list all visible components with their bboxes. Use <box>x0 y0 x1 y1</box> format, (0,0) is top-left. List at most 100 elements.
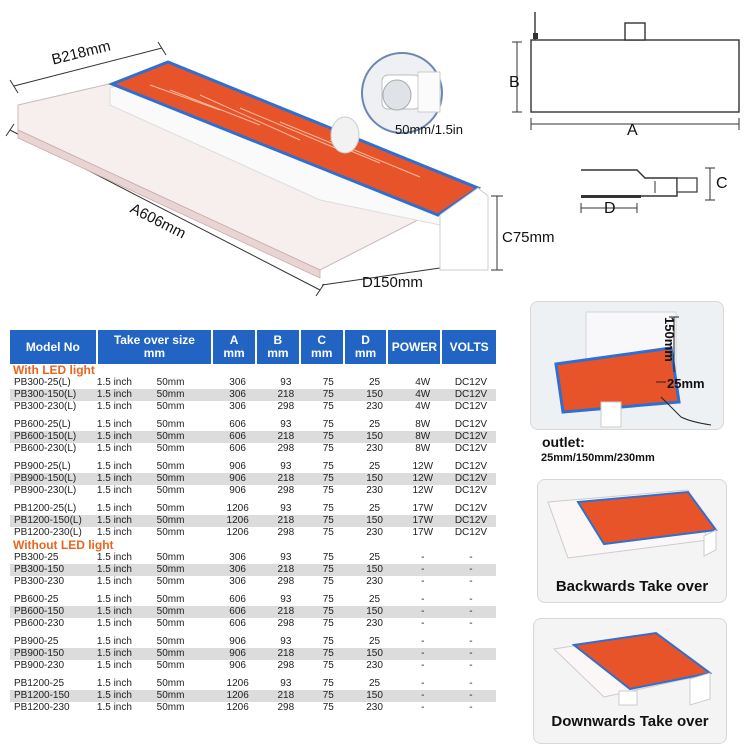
dim-pipe: 50mm/1.5in <box>395 122 463 137</box>
table-cell: PB600-25(L) <box>14 419 71 430</box>
table-cell: - <box>421 636 425 647</box>
table-cell: 50mm <box>156 552 185 563</box>
table-cell: PB300-25 <box>14 552 59 563</box>
table-cell: PB900-150(L) <box>14 473 77 484</box>
table-cell: 50mm <box>156 618 185 629</box>
table-cell: 50mm <box>156 461 185 472</box>
table-cell: 298 <box>277 618 295 629</box>
header-d: D mm <box>344 330 387 364</box>
table-cell: 606 <box>229 431 246 442</box>
table-cell: 1.5 inch <box>96 389 132 400</box>
table-cell: PB300-25(L) <box>14 377 71 388</box>
table-cell: 906 <box>229 648 246 659</box>
table-cell: 298 <box>277 401 295 412</box>
table-cell: 150 <box>366 606 383 617</box>
table-cell: DC12V <box>454 431 488 442</box>
table-cell: PB900-25 <box>14 636 59 647</box>
table-cell: - <box>421 594 425 605</box>
table-cell: 150 <box>366 473 383 484</box>
table-cell: 50mm <box>156 702 185 713</box>
table-cell: 75 <box>322 527 334 538</box>
table-cell: - <box>469 702 473 713</box>
table-cell: 50mm <box>156 473 185 484</box>
backwards-caption: Backwards Take over <box>555 578 709 595</box>
table-cell: 306 <box>229 564 246 575</box>
table-cell: - <box>421 564 425 575</box>
table-cell: 298 <box>277 576 295 587</box>
table-cell: 50mm <box>156 660 185 671</box>
table-cell: 298 <box>277 660 295 671</box>
table-cell: 150 <box>366 690 383 701</box>
table-cell: DC12V <box>454 503 488 514</box>
table-cell: 93 <box>280 636 292 647</box>
table-cell: 906 <box>229 461 246 472</box>
table-cell: - <box>469 648 473 659</box>
table-cell: 17W <box>412 527 434 538</box>
table-cell: 1.5 inch <box>96 515 132 526</box>
table-cell: DC12V <box>454 389 488 400</box>
table-cell: 75 <box>322 515 334 526</box>
table-cell: 75 <box>322 503 334 514</box>
table-cell: 25 <box>368 552 381 563</box>
table-cell: 306 <box>229 552 246 563</box>
header-volts: VOLTS <box>442 330 497 364</box>
table-cell: 230 <box>366 660 383 671</box>
table-cell: 50mm <box>156 443 185 454</box>
table-cell: 75 <box>322 552 334 563</box>
table-cell: 93 <box>280 377 292 388</box>
table-cell: - <box>469 690 473 701</box>
table-cell: 218 <box>277 690 295 701</box>
table-cell: - <box>469 564 473 575</box>
table-cell: 4W <box>415 389 431 400</box>
table-cell: 1.5 inch <box>96 564 132 575</box>
table-cell: 25 <box>368 377 381 388</box>
table-cell: 75 <box>322 594 334 605</box>
table-cell: DC12V <box>454 419 488 430</box>
table-cell: - <box>469 552 473 563</box>
table-cell: PB900-25(L) <box>14 461 71 472</box>
table-cell: PB1200-25(L) <box>14 503 77 514</box>
table-cell: DC12V <box>454 401 488 412</box>
table-cell: 1.5 inch <box>96 660 132 671</box>
table-cell: 75 <box>322 443 334 454</box>
table-cell: 8W <box>415 443 431 454</box>
table-cell: 12W <box>412 473 434 484</box>
table-cell: 1.5 inch <box>96 461 132 472</box>
dim-c-side: C <box>716 175 728 192</box>
technical-drawing <box>512 12 740 213</box>
table-cell: 50mm <box>156 564 185 575</box>
table-cell: 75 <box>322 648 334 659</box>
table-cell: 150 <box>366 515 383 526</box>
table-cell: 230 <box>366 527 383 538</box>
table-cell: 1.5 inch <box>96 636 132 647</box>
table-cell: PB600-150 <box>14 606 65 617</box>
table-cell: 75 <box>322 618 334 629</box>
table-cell: PB1200-230 <box>14 702 70 713</box>
table-cell: 50mm <box>156 485 185 496</box>
table-cell: - <box>421 702 425 713</box>
table-cell: 1.5 inch <box>96 678 132 689</box>
table-cell: 75 <box>322 389 334 400</box>
table-cell: 218 <box>277 389 295 400</box>
table-cell: 50mm <box>156 503 185 514</box>
table-cell: 1.5 inch <box>96 377 132 388</box>
table-cell: 50mm <box>156 636 185 647</box>
table-cell: - <box>421 606 425 617</box>
table-cell: 606 <box>229 606 246 617</box>
table-cell: 8W <box>415 431 431 442</box>
table-cell: 1.5 inch <box>96 503 132 514</box>
dim-b-side: B <box>509 74 520 91</box>
table-cell: 606 <box>229 618 246 629</box>
table-cell: - <box>421 576 425 587</box>
table-cell: DC12V <box>454 473 488 484</box>
